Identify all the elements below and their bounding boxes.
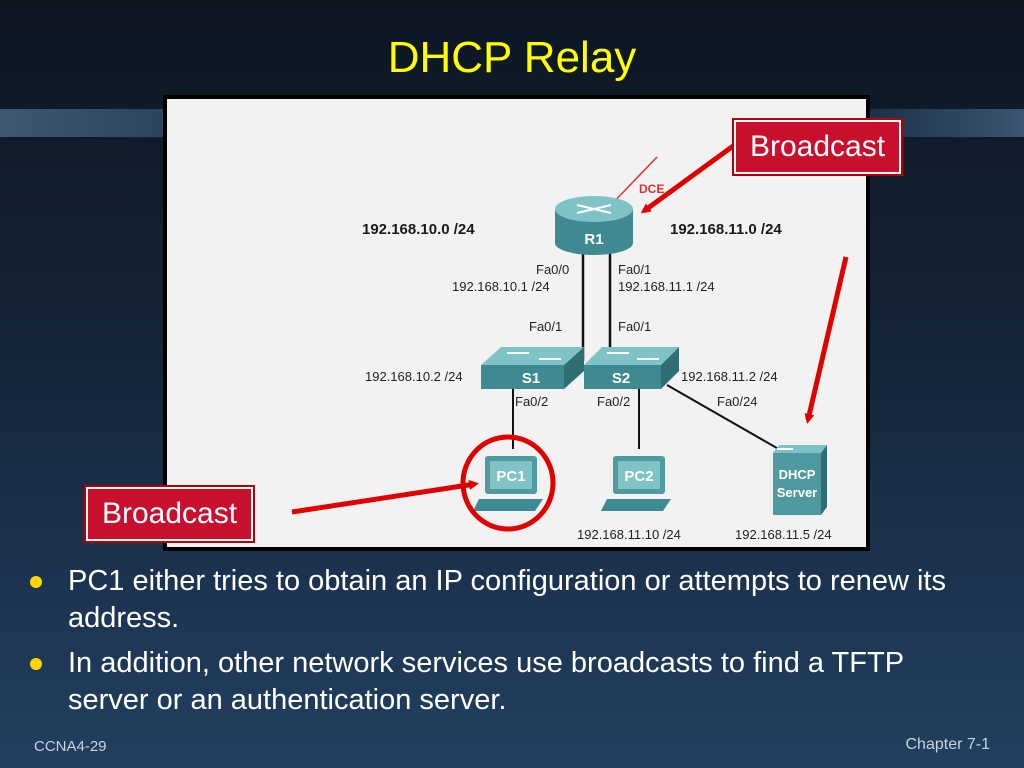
switch-s2-side: [661, 347, 679, 389]
switch-s1[interactable]: S1: [481, 347, 584, 389]
s1-uplink-label: Fa0/1: [529, 319, 562, 334]
switch-s1-arrows-icon: [507, 352, 561, 360]
pc2[interactable]: PC2: [601, 456, 671, 511]
arrow-to-router: [640, 138, 742, 214]
link-s2-server: [666, 384, 790, 456]
switch-s1-label: S1: [522, 370, 540, 387]
arrow-to-server: [804, 256, 849, 424]
router-arrows-icon: [576, 204, 612, 214]
server-label-line2: Server: [777, 485, 817, 500]
r1-left-ip: 192.168.10.1 /24: [452, 279, 550, 294]
s2-server-port-label: Fa0/24: [717, 394, 757, 409]
topology-svg: DCE R1 192.168.10.0 /24 192.168.11.0 /24…: [362, 156, 832, 542]
s1-downlink-label: Fa0/2: [515, 394, 548, 409]
pc2-screen: [618, 461, 660, 489]
server-ip-label: 192.168.11.5 /24: [735, 527, 832, 542]
pc2-label: PC2: [624, 468, 653, 485]
net-left-label: 192.168.10.0 /24: [362, 221, 475, 238]
switch-s2-top: [584, 347, 679, 365]
bullet-dot-icon: [30, 658, 42, 670]
router-r1[interactable]: R1: [555, 196, 633, 255]
s2-uplink-label: Fa0/1: [618, 319, 651, 334]
broadcast-callout-bottom: Broadcast: [86, 487, 254, 541]
pc2-ip-label: 192.168.11.10 /24: [577, 527, 681, 542]
bullet-list: PC1 either tries to obtain an IP configu…: [30, 563, 990, 727]
bullet-text: In addition, other network services use …: [68, 647, 904, 716]
bullet-item: PC1 either tries to obtain an IP configu…: [30, 563, 990, 637]
net-right-label: 192.168.11.0 /24: [670, 221, 782, 238]
dhcp-server[interactable]: DHCP Server: [773, 445, 827, 515]
broadcast-callout-top: Broadcast: [734, 120, 902, 174]
bullet-text: PC1 either tries to obtain an IP configu…: [68, 565, 946, 634]
r1-right-ip: 192.168.11.1 /24: [618, 279, 715, 294]
pc1-highlight-circle: [460, 434, 556, 532]
pc1[interactable]: PC1: [473, 456, 543, 511]
s2-ip-label: 192.168.11.2 /24: [681, 369, 778, 384]
slide-title: DHCP Relay: [387, 33, 637, 82]
network-diagram: DCE R1 192.168.10.0 /24 192.168.11.0 /24…: [167, 99, 866, 547]
switch-s2-label: S2: [612, 370, 630, 387]
s1-ip-label: 192.168.10.2 /24: [365, 369, 463, 384]
s2-downlink-label: Fa0/2: [597, 394, 630, 409]
r1-left-if: Fa0/0: [536, 262, 569, 277]
bullet-item: In addition, other network services use …: [30, 645, 990, 719]
server-side: [821, 445, 827, 515]
switch-s1-front: [481, 365, 564, 389]
pc1-screen: [490, 461, 532, 489]
server-top: [773, 445, 827, 453]
footer-course-label: CCNA4-29: [34, 738, 107, 755]
bullet-dot-icon: [30, 576, 42, 588]
arrow-to-pc1: [291, 479, 479, 515]
pc1-keyboard: [473, 499, 543, 511]
pc2-keyboard: [601, 499, 671, 511]
router-label: R1: [584, 231, 603, 248]
switch-s1-top: [481, 347, 584, 365]
switch-s2-front: [584, 365, 661, 389]
r1-right-if: Fa0/1: [618, 262, 651, 277]
footer-chapter-label: Chapter 7-1: [905, 736, 991, 753]
switch-s2-arrows-icon: [607, 352, 659, 360]
server-label-line1: DHCP: [779, 467, 816, 482]
switch-s1-side: [564, 347, 584, 389]
dce-label: DCE: [639, 182, 664, 196]
pc1-label: PC1: [496, 468, 525, 485]
switch-s2[interactable]: S2: [584, 347, 679, 389]
server-body: [773, 453, 821, 515]
router-base: [555, 231, 633, 255]
